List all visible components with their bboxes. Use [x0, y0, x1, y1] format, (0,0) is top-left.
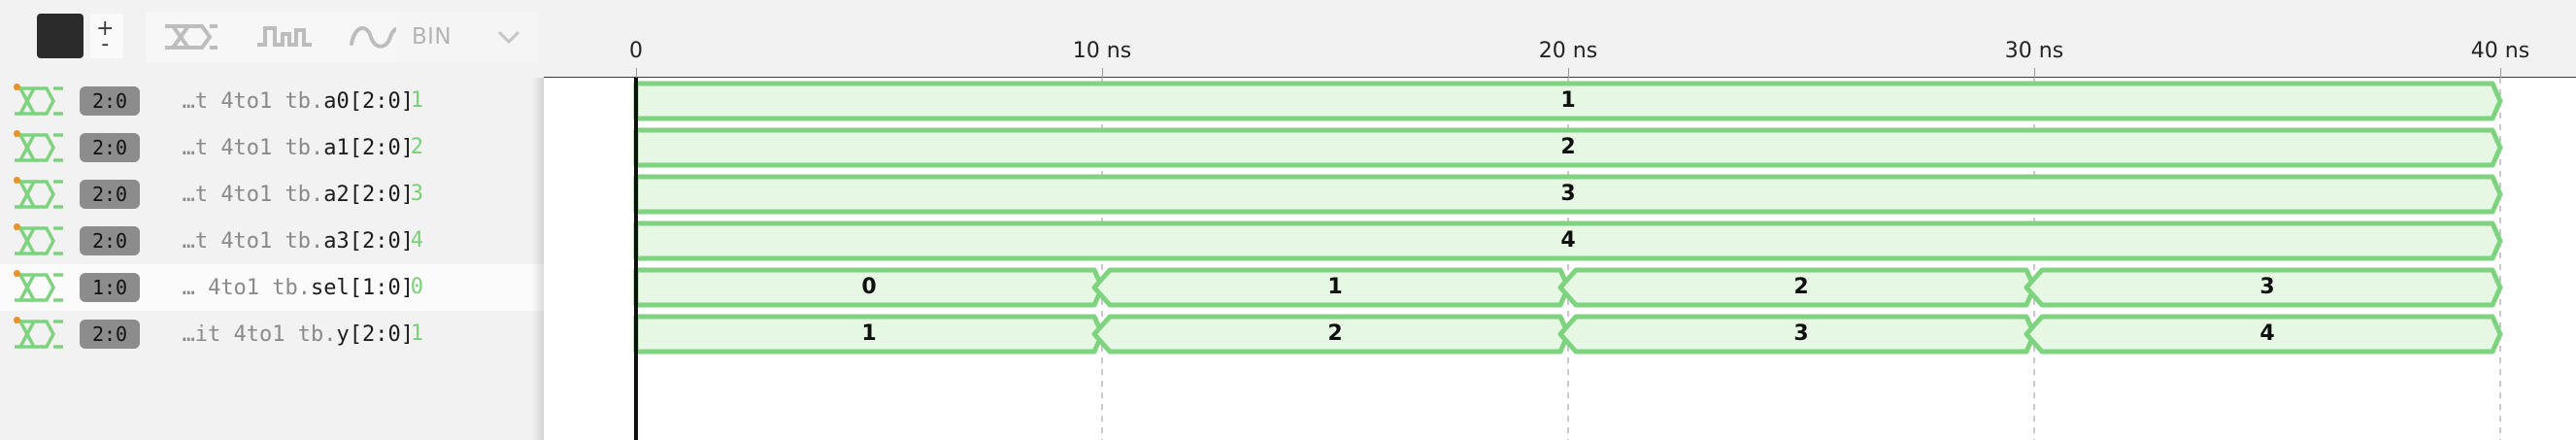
time-gridline — [2499, 78, 2501, 440]
ruler-tick-label: 30 ns — [2004, 39, 2064, 63]
signal-row[interactable]: 2:0 …t 4to1 tb.a0[2:0]1 — [0, 78, 544, 124]
signal-radix-badge[interactable]: 2:0 — [80, 320, 140, 349]
signal-row[interactable]: 2:0 …t 4to1 tb.a2[2:0]3 — [0, 171, 544, 218]
signal-name: …it 4to1 tb.y[2:0] — [161, 322, 414, 347]
signal-row[interactable]: 2:0 …t 4to1 tb.a1[2:0]2 — [0, 124, 544, 171]
ruler-tick-label: 0 — [629, 39, 643, 63]
color-and-zoom-group: + - — [37, 14, 124, 58]
ruler-tick-mark — [1568, 68, 1569, 78]
signal-leaf-name: y[2:0] — [336, 322, 414, 347]
signal-radix-badge[interactable]: 2:0 — [80, 86, 140, 116]
bus-waveform-icon[interactable] — [161, 17, 221, 56]
ruler-tick-mark — [2500, 68, 2501, 78]
waveform-row[interactable]: 4 — [544, 218, 2576, 264]
signal-path-prefix: …t 4to1 tb. — [182, 228, 324, 254]
signal-cursor-value: 3 — [410, 182, 423, 206]
modified-marker-dot — [14, 317, 20, 323]
signal-leaf-name: sel[1:0] — [311, 275, 414, 300]
signal-name: …t 4to1 tb.a1[2:0] — [161, 136, 414, 160]
radix-format-select[interactable]: BIN — [396, 12, 538, 62]
signal-radix-badge[interactable]: 2:0 — [80, 226, 140, 255]
signal-cursor-value: 4 — [410, 228, 423, 253]
radix-format-value: BIN — [412, 24, 452, 50]
ruler-tick-label: 40 ns — [2470, 39, 2530, 63]
bus-waveform-icon[interactable] — [12, 270, 66, 304]
signal-leaf-name: a2[2:0] — [323, 182, 414, 207]
ruler-tick-label: 20 ns — [1538, 39, 1598, 63]
bus-waveform-icon[interactable] — [12, 130, 66, 164]
digital-waveform-icon[interactable] — [254, 17, 315, 56]
signal-radix-badge[interactable]: 1:0 — [80, 273, 140, 302]
bus-waveform-icon[interactable] — [12, 317, 66, 351]
signal-radix-badge[interactable]: 2:0 — [80, 180, 140, 209]
signal-name: …t 4to1 tb.a3[2:0] — [161, 229, 414, 254]
bus-waveform-icon[interactable] — [12, 84, 66, 118]
ruler-tick-mark — [1102, 68, 1103, 78]
signal-row[interactable]: 2:0 …it 4to1 tb.y[2:0]1 — [0, 311, 544, 357]
signal-leaf-name: a1[2:0] — [323, 135, 414, 160]
modified-marker-dot — [14, 223, 20, 230]
waveform-row[interactable]: 3 — [544, 171, 2576, 218]
signal-color-swatch[interactable] — [37, 14, 84, 58]
chevron-down-icon — [495, 27, 522, 51]
signal-leaf-name: a3[2:0] — [323, 228, 414, 254]
time-cursor[interactable] — [634, 78, 638, 440]
toolbar-left-group: + - — [0, 0, 544, 78]
toolbar: + - — [0, 0, 2576, 78]
signal-panel-empty-area — [0, 357, 544, 440]
signal-path-prefix: …t 4to1 tb. — [182, 135, 324, 160]
zoom-stepper: + - — [90, 14, 124, 58]
ruler-tick-mark — [2034, 68, 2035, 78]
modified-marker-dot — [14, 270, 20, 277]
time-ruler[interactable]: 0 10 ns 20 ns 30 ns 40 ns — [544, 0, 2576, 78]
zoom-in-button[interactable]: + — [96, 16, 115, 41]
waveform-row[interactable]: 1 — [544, 78, 2576, 124]
signal-path-prefix: … 4to1 tb. — [182, 275, 312, 300]
ruler-tick-label: 10 ns — [1072, 39, 1132, 63]
signal-cursor-value: 0 — [410, 275, 423, 299]
signal-radix-badge[interactable]: 2:0 — [80, 133, 140, 162]
bus-waveform-icon[interactable] — [12, 177, 66, 211]
signal-name: …t 4to1 tb.a0[2:0] — [161, 89, 414, 114]
signal-cursor-value: 1 — [410, 322, 423, 346]
signal-row[interactable]: 1:0 … 4to1 tb.sel[1:0]0 — [0, 264, 544, 311]
modified-marker-dot — [14, 177, 20, 184]
waveform-style-group — [146, 12, 423, 62]
signal-path-prefix: …t 4to1 tb. — [182, 88, 324, 114]
waveform-row[interactable]: 2 — [544, 124, 2576, 171]
signal-row[interactable]: 2:0 …t 4to1 tb.a3[2:0]4 — [0, 218, 544, 264]
signal-path-prefix: …t 4to1 tb. — [182, 182, 324, 207]
modified-marker-dot — [14, 130, 20, 137]
signal-cursor-value: 1 — [410, 88, 423, 113]
signal-path-prefix: …it 4to1 tb. — [182, 322, 337, 347]
ruler-tick-mark — [636, 68, 637, 78]
modified-marker-dot — [14, 84, 20, 90]
zoom-out-button[interactable]: - — [101, 31, 110, 56]
signal-cursor-value: 2 — [410, 135, 423, 159]
signal-name: …t 4to1 tb.a2[2:0] — [161, 183, 414, 207]
signal-leaf-name: a0[2:0] — [323, 88, 414, 114]
signal-name: … 4to1 tb.sel[1:0] — [161, 275, 414, 300]
bus-waveform-icon[interactable] — [12, 223, 66, 257]
